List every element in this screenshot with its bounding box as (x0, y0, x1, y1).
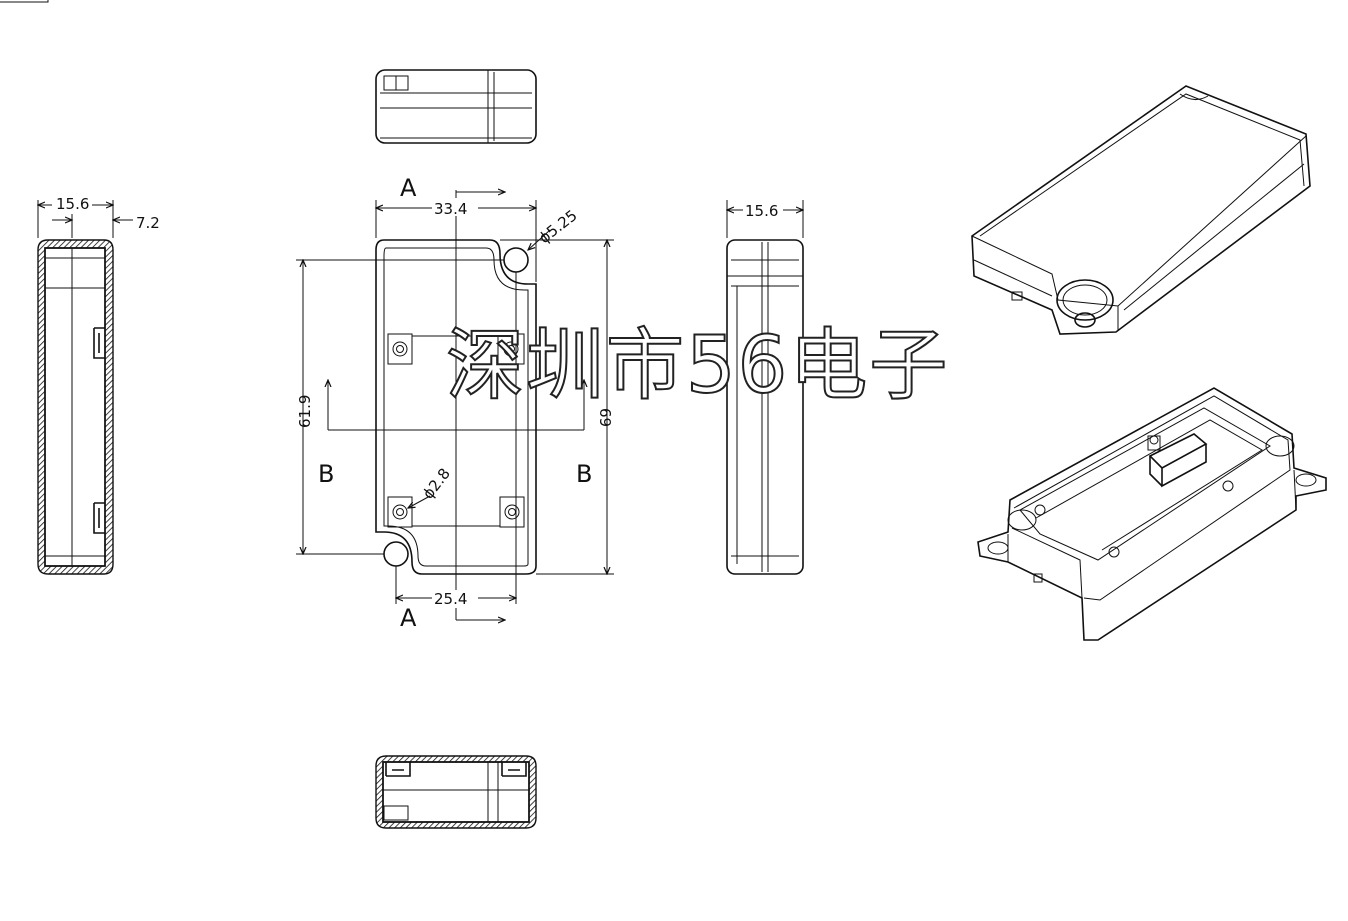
dim-hole-large: ϕ5.25 (535, 206, 580, 247)
section-label-a-top: A (400, 174, 417, 202)
section-label-b-left: B (318, 460, 334, 488)
iso-view-closed (971, 85, 1311, 335)
dim-hole-small: ϕ2.8 (419, 465, 454, 503)
dim-hole-spacing: 25.4 (434, 590, 467, 608)
section-label-b-right: B (576, 460, 592, 488)
left-section-view (38, 200, 133, 575)
dim-right-width: 15.6 (745, 202, 778, 220)
front-view (296, 190, 614, 620)
iso-view-open (977, 387, 1327, 641)
bottom-section-view (375, 755, 537, 829)
dim-height-inner: 61.9 (296, 395, 314, 428)
corner-mark (0, 0, 49, 3)
section-label-a-bottom: A (400, 604, 417, 632)
dim-side-width: 15.6 (56, 195, 89, 213)
dim-top-width: 33.4 (434, 200, 467, 218)
dim-side-wall: 7.2 (136, 214, 160, 232)
dim-height-overall: 69 (596, 408, 614, 427)
right-side-view (727, 200, 803, 575)
top-end-view (375, 69, 537, 144)
watermark-text: 深圳市56电子 (446, 321, 949, 411)
